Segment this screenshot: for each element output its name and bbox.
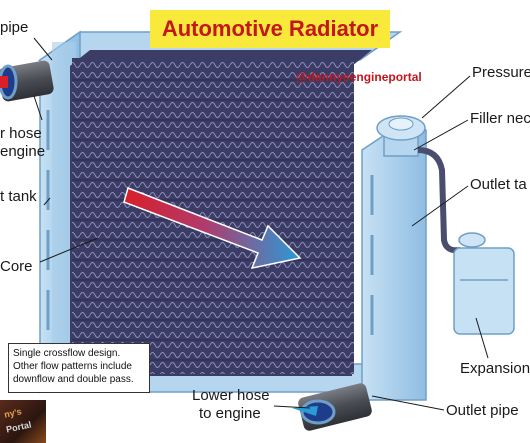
note-line-2: Other flow patterns include	[13, 361, 132, 372]
leader-lower-hose	[273, 405, 311, 409]
leader-outlet-pipe	[371, 395, 445, 411]
lower-hose	[292, 383, 372, 431]
leader-outlet-tank	[411, 185, 469, 227]
label-outlet-pipe: Outlet pipe	[446, 402, 519, 419]
upper-hose	[0, 60, 54, 102]
label-upper-hose-line1: r hose	[0, 125, 42, 142]
label-inlet-tank: t tank	[0, 188, 37, 205]
note-line-3: downflow and double pass.	[13, 374, 134, 385]
diagram-title: Automotive Radiator	[150, 10, 390, 48]
label-core: Core	[0, 258, 33, 275]
label-lower-hose-line1: Lower hose	[192, 387, 270, 404]
leader-pipe	[33, 37, 53, 61]
label-pipe: pipe	[0, 19, 29, 36]
leader-expansion	[475, 317, 489, 359]
overflow-tube	[417, 147, 461, 254]
author-handle: @dannysengineportal	[296, 70, 422, 84]
label-lower-hose-line2: to engine	[199, 405, 261, 422]
label-pressure: Pressure	[472, 64, 530, 81]
label-upper-hose-line2: engine	[0, 143, 46, 160]
core-fins	[72, 58, 354, 374]
leader-upper-hose	[33, 95, 43, 121]
leader-filler-neck	[413, 119, 469, 151]
design-note-box: Single crossflow design. Other flow patt…	[8, 343, 150, 393]
expansion-tank	[453, 232, 515, 335]
note-line-1: Single crossflow design.	[13, 348, 121, 359]
leader-pressure	[421, 75, 471, 119]
label-outlet-tank: Outlet ta	[470, 176, 527, 193]
label-expansion: Expansion	[460, 360, 530, 377]
logo-text-bottom: Portal	[5, 419, 33, 435]
logo-text-top: ny's	[3, 406, 23, 420]
leader-inlet-tank	[43, 197, 51, 206]
label-filler-neck: Filler nec	[470, 110, 530, 127]
watermark-logo: ny's Portal	[0, 400, 46, 443]
outlet-tank	[361, 129, 427, 401]
leader-core	[39, 237, 99, 263]
flow-arrow	[123, 187, 302, 270]
